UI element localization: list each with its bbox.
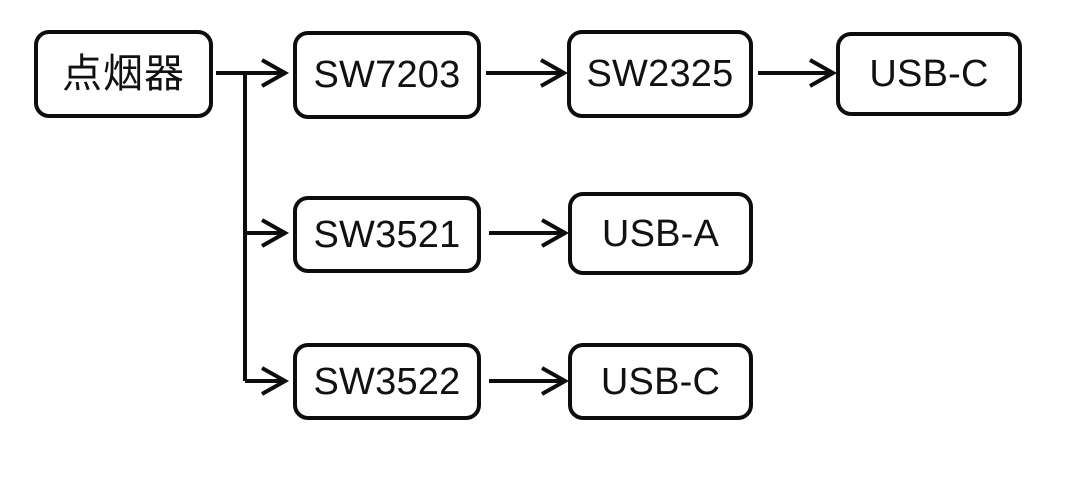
edge-branch-sw3522 [245, 366, 290, 396]
node-usb-c-top[interactable]: USB-C [836, 32, 1022, 116]
edge-sw7203-sw2325 [486, 58, 569, 88]
node-usb-c-bottom-label: USB-C [600, 360, 721, 403]
node-sw2325[interactable]: SW2325 [567, 30, 753, 118]
edge-sw2325-usbc1 [758, 58, 838, 88]
node-usb-c-top-label: USB-C [869, 53, 989, 95]
node-sw3521-label: SW3521 [313, 213, 461, 256]
node-sw3521[interactable]: SW3521 [293, 196, 481, 273]
node-sw7203-label: SW7203 [313, 54, 461, 96]
edge-branch-sw7203 [245, 58, 290, 88]
node-sw2325-label: SW2325 [586, 53, 734, 95]
node-usb-a[interactable]: USB-A [568, 192, 753, 275]
node-sw7203[interactable]: SW7203 [293, 31, 481, 119]
edge-sw3521-usba [489, 218, 570, 248]
node-source[interactable]: 点烟器 [34, 30, 213, 118]
node-usb-a-label: USB-A [601, 212, 720, 255]
node-sw3522-label: SW3522 [313, 360, 461, 403]
edge-sw3522-usbc2 [489, 366, 570, 396]
node-sw3522[interactable]: SW3522 [293, 343, 481, 420]
edge-branch-sw3521 [245, 218, 290, 248]
node-usb-c-bottom[interactable]: USB-C [568, 343, 753, 420]
node-source-label: 点烟器 [62, 52, 185, 96]
